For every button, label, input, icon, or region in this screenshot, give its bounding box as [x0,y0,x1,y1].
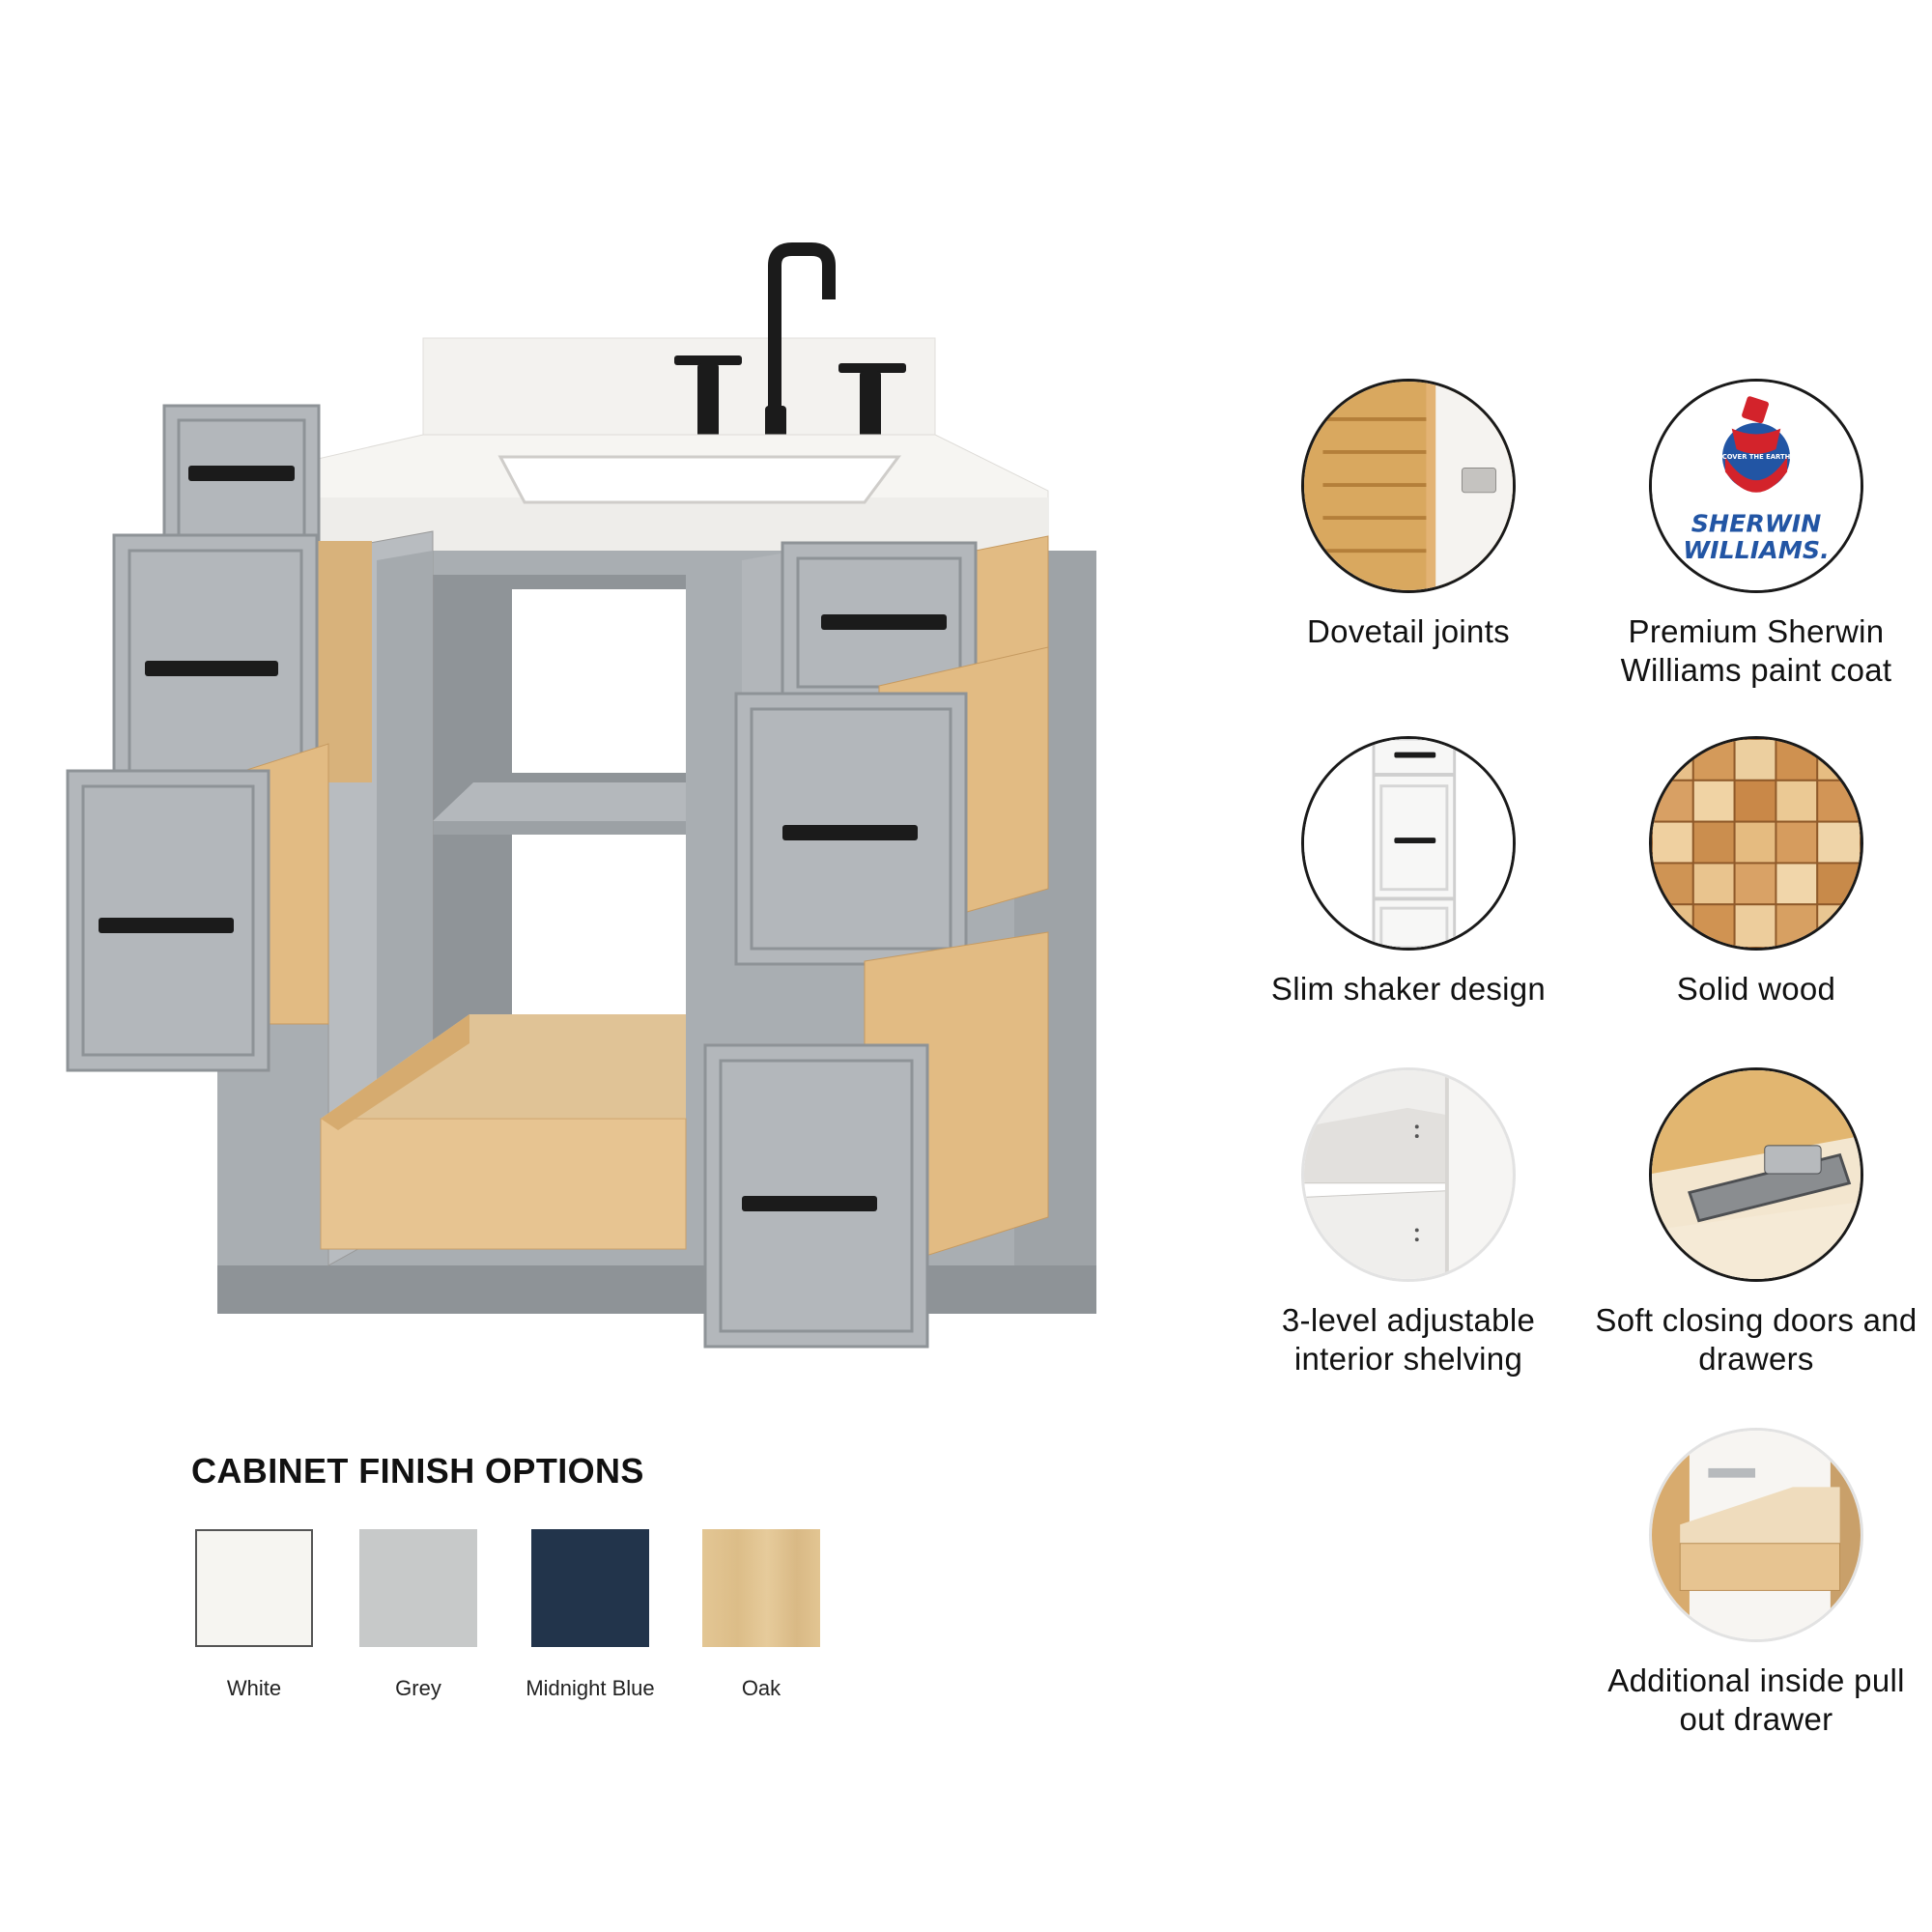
logo-tagline: COVER THE EARTH [1722,453,1791,461]
slim-shaker-image [1301,736,1516,951]
swatch-label-midnight-blue: Midnight Blue [526,1676,655,1700]
adjustable-shelving-image [1301,1067,1516,1282]
left-drawer-middle [112,533,372,794]
vanity-product-image [66,242,1096,1349]
solid-wood-image [1649,736,1863,951]
feature-solid-wood: Solid wood [1582,736,1930,1009]
left-drawer-bottom [66,743,329,1072]
feature-label: Soft closing doors and drawers [1595,1302,1918,1377]
feature-label: Dovetail joints [1307,613,1510,649]
feature-label: Premium Sherwin Williams paint coat [1620,613,1892,688]
swatch-label-grey: Grey [395,1676,441,1700]
right-drawer-bottom [703,931,1049,1349]
right-drawer-middle [734,646,1049,966]
pull-out-drawer-image [1649,1428,1863,1642]
dovetail-joints-image [1301,379,1516,593]
swatch-label-white: White [226,1676,282,1700]
swatch-grey [359,1529,477,1647]
swatch-label-oak: Oak [741,1676,781,1700]
finish-options-title: CABINET FINISH OPTIONS [191,1451,644,1491]
feature-adjustable-shelving: 3-level adjustable interior shelving [1235,1067,1582,1378]
logo-line1: SHERWIN [1691,510,1822,538]
feature-label: 3-level adjustable interior shelving [1281,1302,1536,1377]
swatch-white [195,1529,313,1647]
feature-slim-shaker: Slim shaker design [1235,736,1582,1009]
feature-sherwin-williams: COVER THE EARTH SHERWIN WILLIAMS. Premiu… [1582,379,1930,690]
feature-dovetail-joints: Dovetail joints [1235,379,1582,651]
logo-line2: WILLIAMS. [1683,536,1829,564]
swatch-midnight-blue [531,1529,649,1647]
swatch-oak [702,1529,820,1647]
feature-label: Slim shaker design [1270,971,1547,1007]
feature-soft-closing: Soft closing doors and drawers [1582,1067,1930,1378]
feature-label: Solid wood [1676,971,1836,1007]
sherwin-williams-logo: COVER THE EARTH SHERWIN WILLIAMS. [1649,379,1863,593]
right-drawer-top [781,535,1049,704]
feature-pull-out-drawer: Additional inside pull out drawer [1582,1428,1930,1739]
feature-label: Additional inside pull out drawer [1607,1662,1905,1737]
soft-closing-image [1649,1067,1863,1282]
